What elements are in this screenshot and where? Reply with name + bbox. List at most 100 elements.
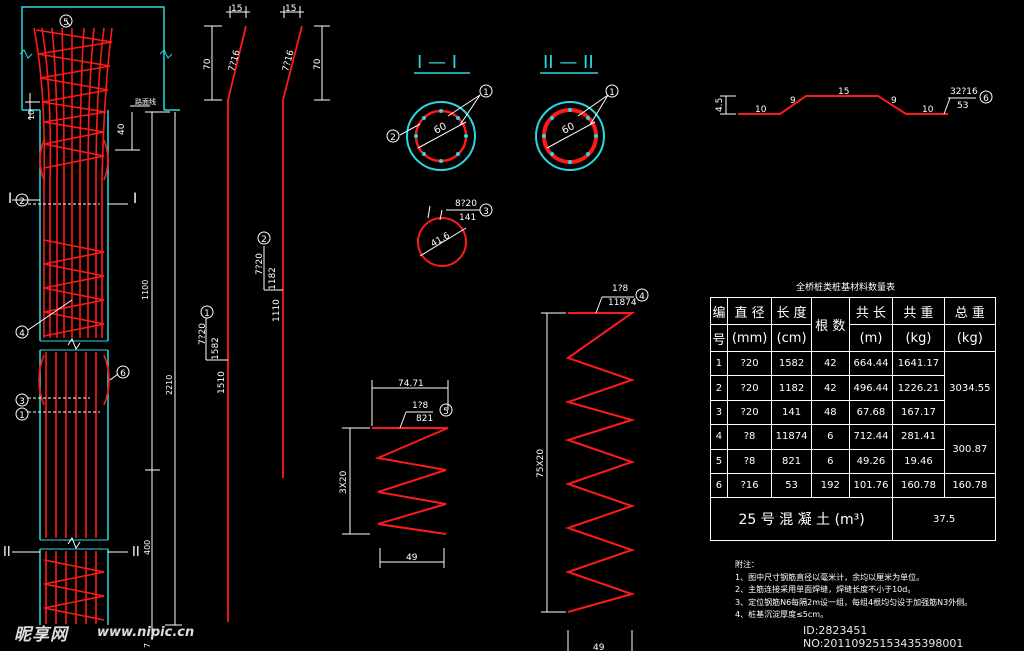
cell: ?20: [726, 375, 773, 401]
concrete-row: 25 号 混 凝 土 (m³) 37.5: [709, 497, 996, 541]
image-id: ID:2823451 NO:20110925153435398001: [803, 624, 964, 650]
bar1-callout: 1: [204, 309, 210, 319]
spiral5-width: 74.71: [398, 379, 424, 389]
section-II-diameter: 60: [560, 121, 576, 137]
bar2-bend-len: 7?16: [281, 49, 296, 73]
cell: 821: [771, 448, 812, 474]
bar2-spec: 7?20: [255, 253, 265, 275]
bar2-callout: 2: [261, 235, 267, 245]
section-II-callout-1: 1: [609, 88, 615, 98]
cell: ?20: [726, 350, 773, 377]
bar2-length: 1182: [268, 267, 278, 290]
spiral5-length: 821: [416, 414, 433, 424]
section-mark-I-left: I: [8, 191, 12, 207]
callout-3: 3: [19, 397, 25, 407]
watermark-url: www.nipic.cn: [97, 625, 195, 640]
cell: 42: [810, 350, 850, 377]
note-line: 3、定位钢筋N6每隔2m设一组，每组4根均匀设于加强筋N3外侧。: [735, 597, 973, 607]
spiral4-height: 75X20: [536, 449, 546, 478]
th-weight-unit: (kg): [892, 324, 945, 352]
table-header-row-1: 编 直 径 长 度 根 数 共 长 共 重 总 重: [710, 297, 997, 352]
callout-5: 5: [63, 18, 69, 28]
bar1-length: 1582: [211, 337, 221, 360]
section-mark-II-right: II: [132, 545, 140, 560]
th-total-weight: 总 重: [943, 297, 997, 325]
spiral-bar-4: 4 1?8 11874 75X20 49: [536, 284, 649, 651]
ring-callout-3: 3: [483, 207, 489, 217]
spiral4-base: 49: [593, 643, 605, 651]
section-II-title: II — II: [543, 52, 594, 73]
bar6-length: 53: [957, 101, 968, 111]
concrete-label: 25 号 混 凝 土 (m³): [709, 497, 894, 541]
cell: 1582: [771, 350, 812, 377]
bar2-straight-dim: 1110: [272, 299, 282, 322]
cell: 1182: [771, 375, 812, 401]
th-no-2: 号: [710, 324, 728, 352]
table-header-row-2: 号 (mm) (cm) (m) (kg) (kg): [710, 324, 997, 352]
bar1-bend-width: 15: [231, 4, 242, 14]
main-bars: 1 2 7?20 1582 7?20 1182 1510 1110 15 15 …: [198, 4, 330, 622]
callout-1: 1: [19, 411, 25, 421]
bar6-seg-e: 10: [922, 105, 934, 115]
section-mark-I-right: I: [133, 191, 137, 207]
cell: 167.17: [892, 399, 945, 426]
bar1-straight-dim: 1510: [217, 371, 227, 394]
material-table: 编 直 径 长 度 根 数 共 长 共 重 总 重 号 (mm) (cm) (m…: [709, 297, 997, 541]
table-row: 4 ?8 11874 6 712.44 281.41 300.87: [710, 424, 997, 474]
cell: 192: [810, 472, 850, 499]
spiral5-height: 3X20: [339, 470, 349, 494]
total-bar6: 160.78: [943, 472, 997, 499]
cell: 6: [810, 424, 850, 450]
notes: 附注： 1、图中尺寸钢筋直径以毫米计，余均以厘米为单位。 2、主筋连接采用单面焊…: [735, 559, 972, 622]
total-spirals: 300.87: [943, 424, 997, 474]
spiral-bar-5: 5 74.71 1?8 821 3X20 49: [339, 379, 453, 568]
cell: 53: [771, 472, 812, 499]
total-main-bars: 3034.55: [943, 350, 997, 426]
table-row: 1 ?20 1582 42 664.44 1641.17 3034.55: [710, 350, 997, 426]
dim-40: 40: [117, 123, 127, 135]
callout-4: 4: [19, 329, 25, 339]
table-row: 3 ?20 141 48 67.68 167.17: [710, 399, 996, 426]
bar6-height: 4.5: [715, 98, 725, 112]
bar1-spec: 7?20: [198, 323, 208, 345]
watermark-brand: 昵享网: [14, 625, 68, 645]
bar2-bend-width: 15: [285, 4, 296, 14]
section-I-callout-2: 2: [390, 133, 396, 143]
spiral5-callout: 5: [443, 407, 449, 417]
cell: ?20: [726, 399, 773, 426]
cell: 42: [810, 375, 850, 401]
cell: 19.46: [892, 448, 945, 474]
concrete-value: 37.5: [892, 497, 996, 541]
spiral4-spec: 1?8: [612, 284, 629, 294]
cell: 6: [810, 448, 850, 474]
cell: ?8: [726, 424, 773, 450]
cell: 1: [710, 350, 728, 377]
cell: 4: [710, 424, 728, 450]
table-row: 2 ?20 1182 42 496.44 1226.21: [710, 375, 996, 401]
cell: ?8: [726, 448, 773, 474]
cell: 160.78: [892, 472, 945, 499]
ring-diameter: 41.6: [430, 231, 453, 250]
th-total-len: 共 长: [848, 297, 894, 325]
cell: 281.41: [892, 424, 945, 450]
bar6-seg-d: 9: [891, 96, 897, 106]
bar6-spec: 32?16: [950, 87, 978, 97]
bar-6-shape: 6 4.5 10 9 15 9 10 32?16 53: [715, 87, 993, 115]
bar6-seg-c: 15: [838, 87, 849, 97]
notes-title: 附注：: [735, 560, 759, 569]
section-I-callout-1: 1: [483, 88, 489, 98]
th-len-unit: (cm): [771, 324, 812, 352]
th-total-weight-unit: (kg): [943, 324, 997, 352]
ground-line-label: 路面线: [135, 97, 156, 106]
note-line: 4、桩基沉淀厚度≤5cm。: [735, 610, 829, 619]
cell: 1641.17: [892, 350, 945, 377]
spiral5-base: 49: [406, 553, 418, 563]
th-len: 长 度: [771, 297, 812, 325]
cell: 141: [771, 399, 812, 426]
cell: 67.68: [848, 399, 894, 426]
ring-length: 141: [459, 213, 476, 223]
table-row: 6 ?16 53 192 101.76 160.78 160.78: [710, 472, 997, 499]
spiral5-spec: 1?8: [412, 401, 429, 411]
cell: 2: [710, 375, 728, 401]
table-title: 全桥桩类桩基材料数量表: [796, 283, 896, 293]
